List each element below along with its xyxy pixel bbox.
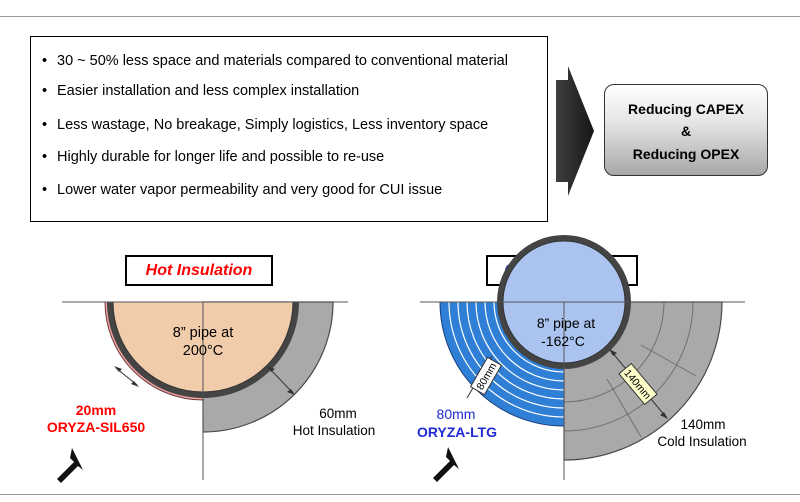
- hot-pipe-label-1: 8” pipe at: [173, 325, 233, 341]
- hot-conventional-name: Hot Insulation: [293, 423, 376, 438]
- cold-conventional-name: Cold Insulation: [657, 434, 746, 449]
- cold-oryza-name: ORYZA-LTG: [417, 424, 497, 440]
- bullet: •: [42, 149, 48, 165]
- cold-oryza-thickness: 80mm: [437, 406, 476, 422]
- cold-pipe-label-1: 8” pipe at: [537, 315, 595, 331]
- result-box: Reducing CAPEX & Reducing OPEX: [604, 84, 768, 176]
- bullet: •: [42, 182, 48, 198]
- result-capex: Reducing CAPEX: [628, 101, 744, 117]
- cold-conventional-thickness: 140mm: [680, 417, 725, 432]
- bottom-divider: [0, 494, 800, 495]
- hot-oryza-name: ORYZA-SIL650: [47, 419, 145, 435]
- cold-insulation-diagram: 80mm 140mm 8” pipe at -162°C 80mm ORYZA-…: [417, 235, 747, 482]
- hot-insulation-diagram: 8” pipe at 200°C 20mm ORYZA-SIL650 60mm …: [47, 301, 376, 483]
- hot-conventional-thickness: 60mm: [319, 406, 357, 421]
- result-and: &: [680, 123, 692, 139]
- cold-pipe-label-2: -162°C: [541, 333, 585, 349]
- cold-pointer-arrow-icon: [433, 447, 459, 482]
- hot-oryza-thickness: 20mm: [76, 402, 116, 418]
- bullet: •: [42, 53, 48, 69]
- top-divider: [0, 16, 800, 17]
- right-arrow-icon: [556, 66, 594, 196]
- bullet: •: [42, 117, 48, 133]
- hot-insulation-title: Hot Insulation: [125, 255, 273, 286]
- result-opex: Reducing OPEX: [632, 146, 740, 162]
- hot-conventional-dimension: [268, 367, 294, 394]
- hot-pointer-arrow-icon: [57, 448, 83, 483]
- hot-pipe-label-2: 200°C: [183, 343, 223, 359]
- benefits-box: •30 ~ 50% less space and materials compa…: [30, 36, 548, 222]
- bullet: •: [42, 83, 48, 99]
